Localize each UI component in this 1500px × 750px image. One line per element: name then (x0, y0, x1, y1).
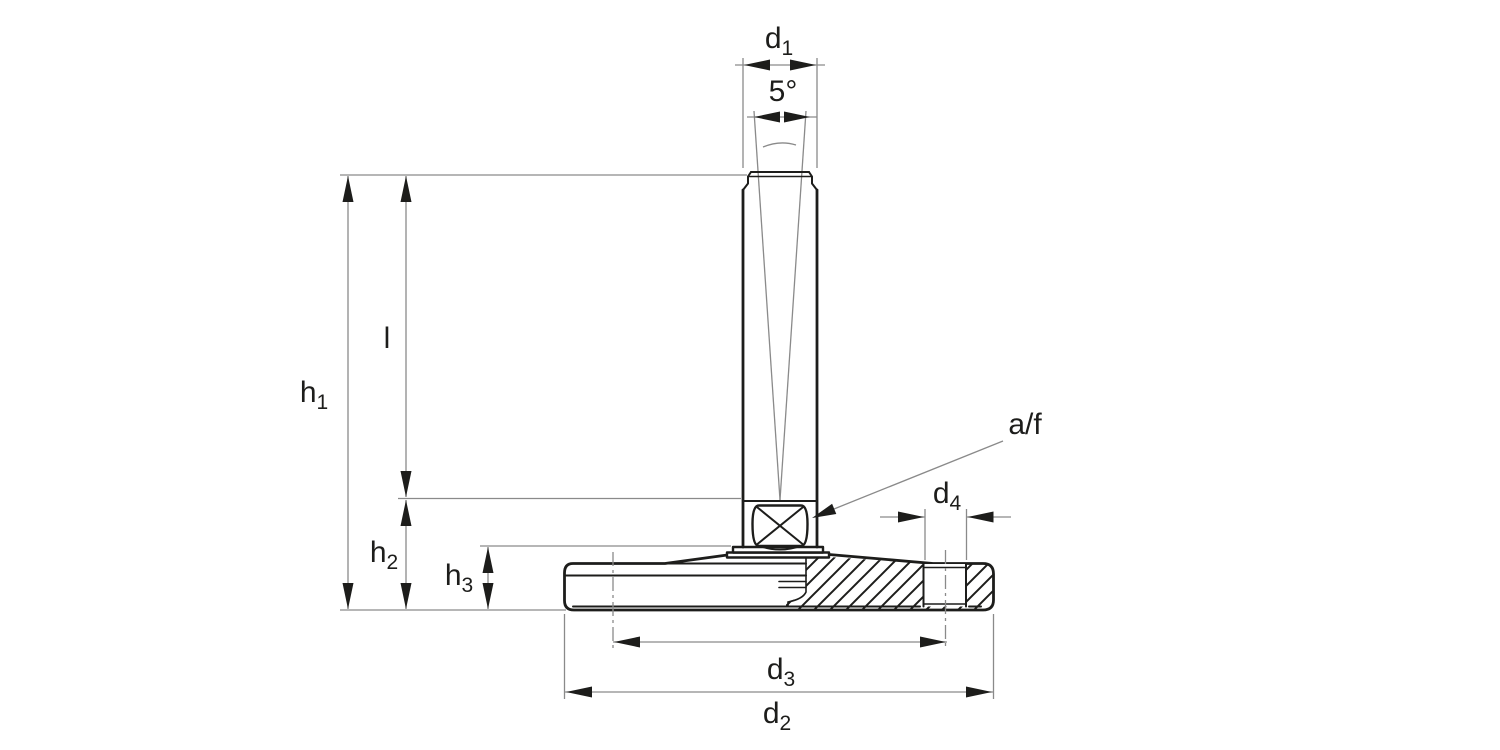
d2-label: d2 (763, 697, 791, 735)
across-flats-callout: a/f (812, 408, 1042, 518)
tilt-envelope-right (779, 110, 807, 501)
d4-arrow-right (967, 511, 994, 523)
h3-arrow-top (482, 547, 494, 573)
ball-joint (751, 504, 809, 551)
d4-arrow-left (898, 511, 924, 523)
spindle-tip-left (742, 171, 752, 191)
angle-label: 5° (769, 75, 798, 108)
h1-label: h1 (300, 376, 328, 414)
spindle (741, 110, 819, 549)
l-arrow-bottom (400, 471, 412, 497)
h1-arrow-top (342, 176, 354, 202)
d3-arrow-left (614, 636, 640, 648)
af-leader-line (833, 440, 1004, 510)
l-label: l (384, 322, 391, 355)
ball-bottom-arc (759, 545, 801, 551)
dimension-h1: h1 (300, 176, 354, 609)
l-arrow-top (400, 176, 412, 202)
bolt-hole-clear (923, 564, 966, 607)
d3-label: d3 (767, 653, 795, 691)
d1-arrow-right (790, 59, 816, 71)
dimension-d4: d4 (880, 477, 1011, 523)
d2-arrow-right (966, 686, 992, 698)
h3-label: h3 (445, 559, 473, 597)
af-leader-arrow (812, 503, 837, 518)
dimension-h2: h2 (370, 500, 412, 609)
h2-label: h2 (370, 536, 398, 574)
base-plate (563, 550, 995, 648)
dimension-d1: d1 (735, 22, 825, 71)
d2-arrow-left (566, 686, 592, 698)
dimension-d3: d3 (613, 636, 947, 691)
tilt-envelope-left (753, 110, 781, 501)
ball-x-mark (756, 506, 804, 545)
angle-arrow-left (754, 111, 780, 123)
h1-arrow-bottom (342, 583, 354, 609)
dimension-d2: d2 (564, 686, 994, 735)
dimension-l: l (384, 176, 412, 497)
tilt-envelope-arc (762, 142, 797, 148)
base-outline (563, 553, 995, 612)
d3-arrow-right (920, 636, 946, 648)
spindle-tip-right (808, 171, 818, 191)
dimension-h3: h3 (445, 547, 494, 609)
section-cut-boundary (787, 556, 807, 608)
af-label: a/f (1008, 408, 1042, 441)
dimension-angle-5deg: 5° (747, 75, 817, 123)
d1-arrow-left (744, 59, 770, 71)
d1-label: d1 (765, 22, 793, 60)
d4-label: d4 (933, 477, 962, 515)
extension-lines (340, 58, 995, 699)
h3-arrow-bottom (482, 583, 494, 609)
angle-arrow-right (784, 111, 810, 123)
h2-arrow-top (400, 500, 412, 526)
h2-arrow-bottom (400, 583, 412, 609)
